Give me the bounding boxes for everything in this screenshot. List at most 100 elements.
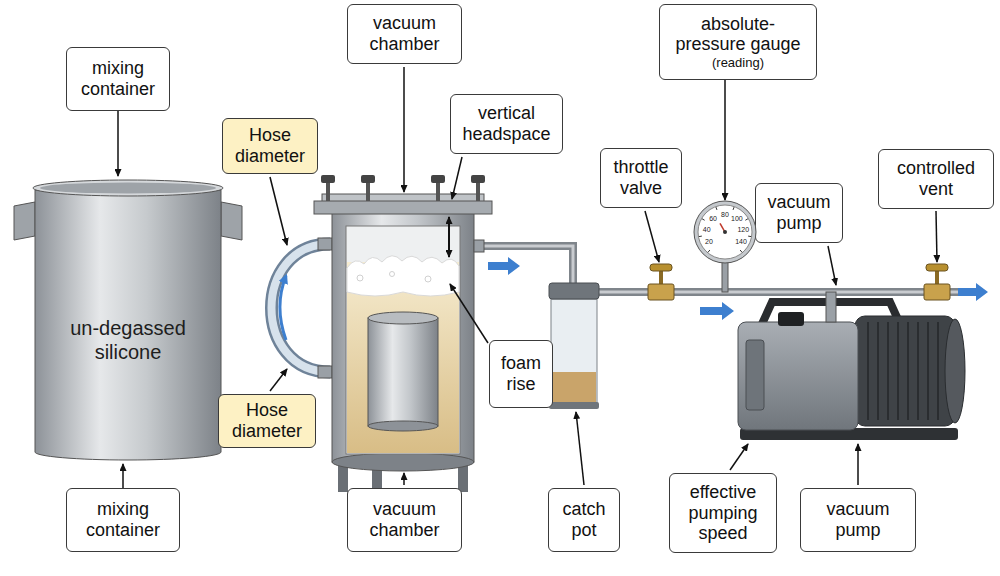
leader-line bbox=[450, 284, 488, 343]
foam bbox=[347, 256, 459, 296]
leader-line bbox=[857, 444, 859, 485]
bolt bbox=[436, 180, 440, 201]
pump-port bbox=[746, 340, 764, 410]
chamber-flange bbox=[314, 201, 492, 214]
callout-box: absolute-pressure gauge(reading) bbox=[659, 4, 817, 80]
callout-text: mixing container bbox=[73, 58, 163, 99]
pump-inlet bbox=[826, 292, 836, 322]
dial-number: 40 bbox=[703, 225, 711, 232]
valve-stem bbox=[935, 270, 939, 285]
oil-cap bbox=[778, 312, 804, 326]
callout-text: vacuum chamber bbox=[354, 13, 455, 54]
bolt-knob bbox=[361, 175, 375, 183]
callout-text: effective pumping speed bbox=[676, 482, 770, 544]
callout-subtext: (reading) bbox=[712, 55, 764, 71]
callout-text: vacuum pump bbox=[762, 192, 836, 233]
gauge-tick bbox=[740, 250, 742, 252]
flow-arrow bbox=[488, 257, 520, 275]
gauge-stem bbox=[722, 262, 728, 292]
inner-pot-base bbox=[368, 421, 438, 431]
leader-arrow bbox=[724, 80, 726, 200]
catch-pot-base bbox=[549, 402, 599, 409]
flow-arrow bbox=[958, 283, 988, 301]
vacuum-line-highlight bbox=[474, 246, 573, 284]
highlight-callout-box: Hose diameter bbox=[218, 394, 316, 448]
gauge-bezel bbox=[694, 201, 756, 263]
dial-number: 60 bbox=[709, 214, 717, 221]
leader-line bbox=[403, 67, 405, 192]
callout-text: absolute-pressure gauge bbox=[666, 14, 810, 55]
highlight-callout-box: Hose diameter bbox=[222, 118, 318, 174]
gauge-tick bbox=[748, 236, 751, 238]
leader-line bbox=[730, 444, 748, 470]
leader-line bbox=[270, 369, 287, 391]
valve-handle bbox=[650, 264, 672, 271]
dial-number: 140 bbox=[735, 238, 747, 245]
chamber-port bbox=[474, 240, 484, 252]
hose-fitting bbox=[318, 366, 332, 378]
gauge-tick bbox=[745, 219, 748, 221]
callout-box: effective pumping speed bbox=[669, 473, 777, 553]
catch-pot-liquid bbox=[552, 372, 596, 404]
callout-text: Hose diameter bbox=[229, 125, 311, 166]
container-handle bbox=[14, 202, 35, 240]
dial-number: 100 bbox=[731, 214, 743, 221]
inner-pot-rim bbox=[368, 312, 438, 324]
hose-highlight bbox=[272, 244, 331, 372]
motor-fins bbox=[868, 322, 938, 420]
catch-pot-glass bbox=[551, 299, 597, 405]
container-label: un-degassed silicone bbox=[53, 316, 203, 364]
callout-box: mixing container bbox=[66, 488, 180, 552]
leader-line bbox=[403, 473, 405, 485]
callout-text: controlled vent bbox=[885, 158, 987, 199]
valve-stem bbox=[659, 270, 663, 285]
callout-box: vacuum pump bbox=[800, 488, 916, 552]
dial-number: 120 bbox=[737, 225, 749, 232]
pressure-gauge: 20 40 60 80100 120 140 bbox=[693, 200, 757, 264]
bubble bbox=[357, 275, 363, 281]
mixing-container: un-degassed silicone bbox=[12, 176, 244, 464]
callout-box: controlled vent bbox=[878, 149, 994, 209]
callout-text: vertical headspace bbox=[457, 103, 556, 144]
callout-box: vertical headspace bbox=[450, 94, 563, 154]
dial-number: 20 bbox=[705, 238, 713, 245]
bolt bbox=[366, 180, 370, 201]
flow-arrow bbox=[700, 302, 734, 320]
gauge-tick bbox=[708, 250, 710, 252]
leader-line bbox=[936, 211, 937, 262]
callout-box: foam rise bbox=[489, 340, 553, 408]
inner-pot bbox=[368, 318, 438, 426]
leader-line bbox=[452, 157, 462, 199]
callout-text: vacuum pump bbox=[807, 499, 909, 540]
throttle-valve bbox=[648, 284, 674, 300]
gauge-tick bbox=[733, 207, 734, 210]
callout-text: throttle valve bbox=[607, 157, 675, 198]
callout-text: mixing container bbox=[73, 499, 173, 540]
leader-line bbox=[828, 246, 836, 285]
callout-box: mixing container bbox=[66, 47, 170, 111]
bolt-knob bbox=[431, 175, 445, 183]
gauge-tick bbox=[702, 219, 705, 221]
container-handle bbox=[221, 202, 242, 240]
container-body bbox=[35, 190, 221, 460]
motor-endcap bbox=[945, 319, 965, 423]
bolt bbox=[476, 180, 480, 201]
headspace-arrow bbox=[448, 217, 450, 257]
callout-text: Hose diameter bbox=[225, 400, 309, 441]
bubble bbox=[425, 276, 431, 282]
container-rim bbox=[33, 180, 223, 196]
dial-number: 80 bbox=[721, 210, 729, 217]
callout-box: vacuum pump bbox=[755, 183, 843, 243]
callout-text: vacuum chamber bbox=[354, 499, 455, 540]
bolt-knob bbox=[321, 175, 335, 183]
callout-box: throttle valve bbox=[600, 148, 682, 208]
callout-text: catch pot bbox=[555, 499, 613, 540]
catch-pot-cap bbox=[549, 283, 599, 299]
chamber-body bbox=[332, 212, 474, 462]
leader-lines bbox=[270, 67, 937, 485]
chamber-base bbox=[332, 453, 474, 471]
callout-box: vacuum chamber bbox=[347, 4, 462, 64]
leader-arrow bbox=[117, 111, 119, 176]
leader-line bbox=[576, 412, 584, 485]
